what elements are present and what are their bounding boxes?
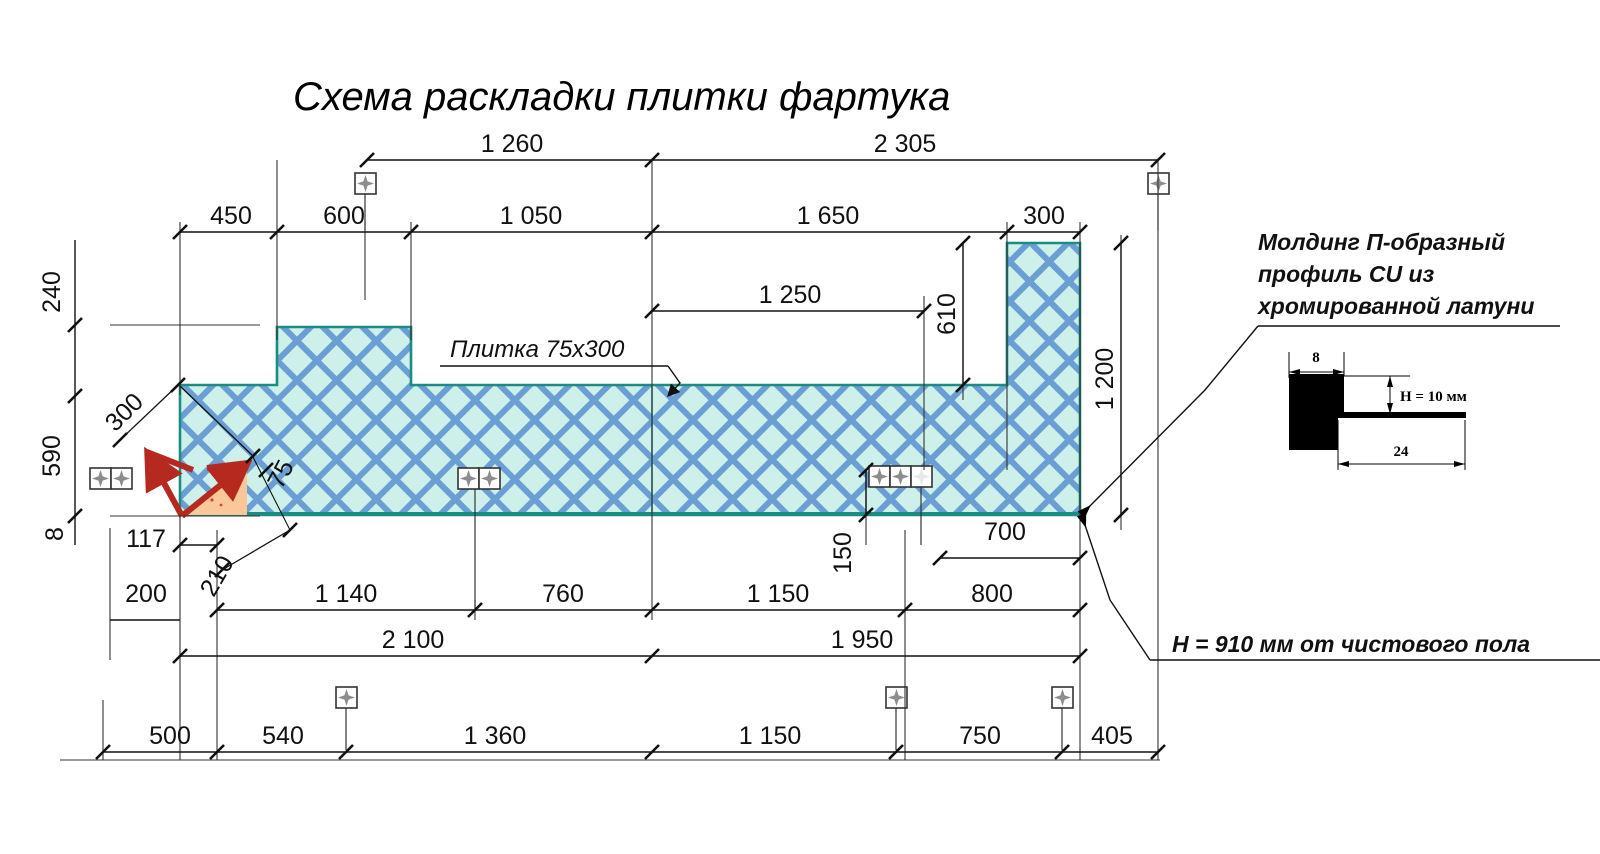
dim-240: 240 [38, 271, 66, 313]
outlet-symbol-bottom-c[interactable] [1051, 686, 1074, 709]
dim-610: 610 [933, 293, 961, 335]
outlet-symbol-bottom-a[interactable] [335, 686, 358, 709]
dimension-590: 590 [38, 325, 84, 525]
tile-spec-label: Плитка 75х300 [450, 336, 625, 363]
dim-800: 800 [971, 580, 1013, 608]
molding-dim-height: H = 10 мм [1400, 389, 1467, 405]
dim-1250: 1 250 [759, 281, 822, 309]
dimension-row-top: 1 260 2 305 [358, 130, 1167, 169]
layout-direction-arrows [144, 446, 253, 519]
dim-150: 150 [829, 532, 857, 574]
dim-1050: 1 050 [500, 202, 563, 230]
molding-dim-width: 8 [1312, 350, 1320, 366]
height-note-text: H = 910 мм от чистового пола [1172, 631, 1530, 657]
dimension-610: 610 [933, 234, 972, 394]
dim-500: 500 [149, 722, 191, 750]
dim-1650: 1 650 [797, 202, 860, 230]
page-title: Схема раскладки плитки фартука [293, 75, 950, 119]
dim-1200: 1 200 [1091, 348, 1119, 411]
dim-1150-a: 1 150 [747, 580, 810, 608]
dim-700: 700 [984, 518, 1026, 546]
dimension-row-bottom-inner: 1 140 760 1 150 800 [208, 580, 1089, 619]
molding-profile-detail: 8 H = 10 мм 24 [1288, 350, 1467, 470]
molding-note-line2: профиль CU из [1258, 261, 1435, 287]
tile-label-leader [440, 365, 681, 398]
outlet-symbol-group-left[interactable] [89, 467, 133, 490]
dim-200: 200 [125, 580, 167, 608]
dimension-117: 117 [126, 525, 226, 554]
dim-760: 760 [542, 580, 584, 608]
dimension-row-second: 450 600 1 050 1 650 300 [171, 202, 1089, 241]
outlet-symbol-group-middle[interactable] [457, 467, 501, 490]
dimension-row-bottom-last: 500 540 1 360 1 150 750 405 [94, 722, 1167, 761]
dim-300-top: 300 [1023, 202, 1065, 230]
dim-1360: 1 360 [464, 722, 527, 750]
dim-2305: 2 305 [874, 130, 937, 158]
molding-dim-base: 24 [1394, 444, 1410, 460]
accent-dot [210, 498, 214, 502]
dimension-240: 240 [38, 240, 84, 334]
dimension-150: 150 [829, 461, 875, 574]
dim-117: 117 [126, 525, 166, 553]
dim-1140: 1 140 [315, 580, 378, 608]
molding-note-line3: хромированной латуни [1256, 293, 1534, 319]
molding-note-block: Молдинг П-образный профиль CU из хромиро… [1077, 229, 1560, 519]
outlet-symbol-group-right[interactable] [868, 465, 933, 488]
dimension-700: 700 [931, 518, 1089, 567]
dim-750: 750 [959, 722, 1001, 750]
height-note-block: H = 910 мм от чистового пола [1076, 513, 1600, 661]
dim-600: 600 [323, 202, 365, 230]
dim-590: 590 [38, 435, 66, 477]
dim-1950: 1 950 [831, 626, 894, 654]
dimension-200: 200 [110, 580, 180, 621]
dimension-8: 8 [41, 516, 76, 545]
outlet-symbol-bottom-b[interactable] [885, 686, 908, 709]
dim-405: 405 [1091, 722, 1133, 750]
dimension-1250: 1 250 [643, 281, 933, 320]
dim-1150-b: 1 150 [739, 722, 802, 750]
dim-2100: 2 100 [382, 626, 445, 654]
dim-540: 540 [262, 722, 304, 750]
accent-dot [219, 503, 223, 507]
dimension-row-bottom-totals: 2 100 1 950 [171, 626, 1089, 665]
dim-1260: 1 260 [481, 130, 544, 158]
dim-450: 450 [210, 202, 252, 230]
dimension-1200: 1 200 [1091, 234, 1130, 524]
outlet-symbol-top-left[interactable] [354, 172, 377, 195]
dim-8: 8 [41, 527, 69, 541]
molding-note-line1: Молдинг П-образный [1258, 229, 1505, 255]
